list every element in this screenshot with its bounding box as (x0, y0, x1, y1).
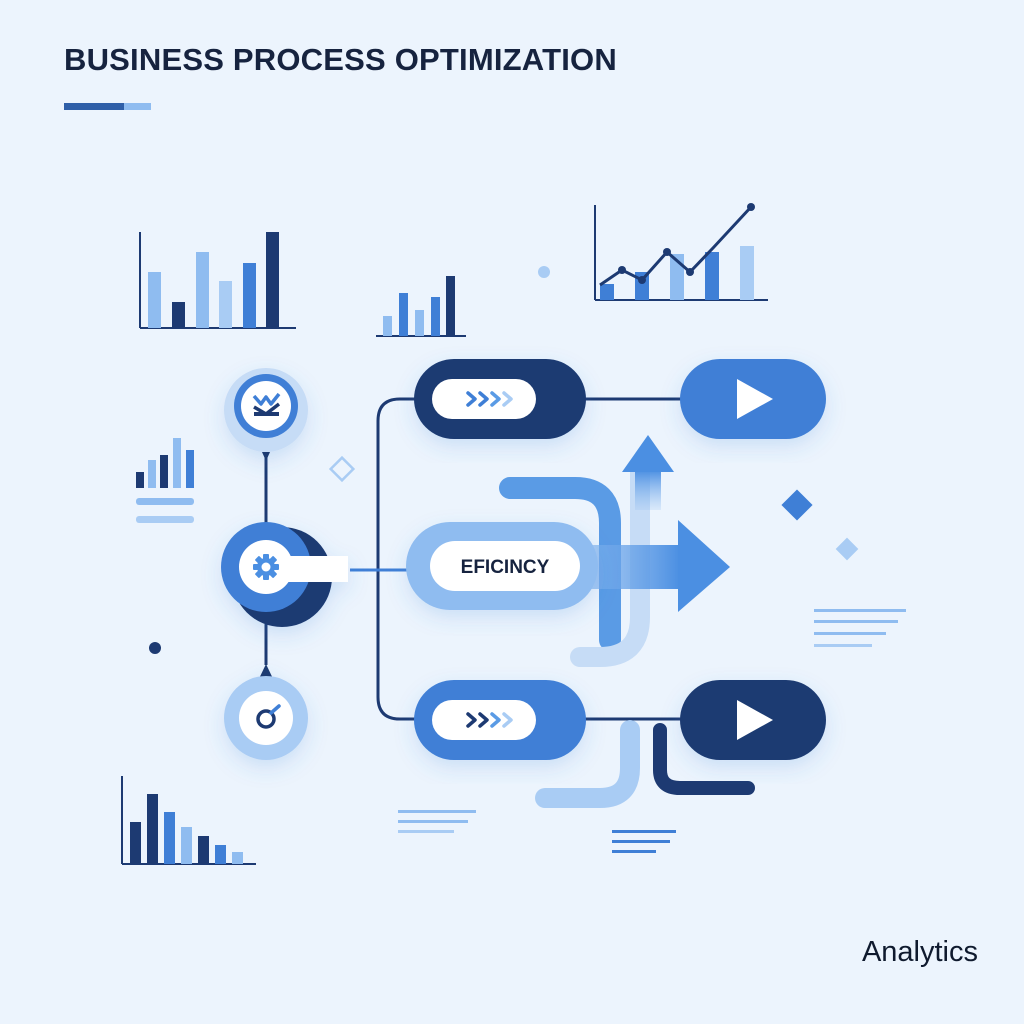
top-node (224, 368, 308, 461)
page-title: BUSINESS PROCESS OPTIMIZATION (64, 42, 617, 77)
diamond-outline-decoration (328, 455, 356, 483)
diamond-decoration (835, 537, 859, 561)
bottom-node (224, 664, 308, 760)
line-chart-decoration-top-right (594, 203, 768, 301)
footer-label: Analytics (861, 936, 978, 968)
efficiency-label: EFICINCY (461, 557, 550, 578)
bar-chart-decoration-top-middle (376, 276, 466, 337)
text-lines-decoration-bottom-middle (398, 810, 476, 833)
bar-chart-decoration-left (136, 438, 194, 523)
bar-chart-decoration-bottom-left (121, 776, 256, 865)
text-lines-decoration-right (814, 609, 906, 647)
play-icon (737, 379, 773, 419)
text-lines-decoration-bottom-right (612, 830, 676, 853)
gear-icon (253, 554, 279, 580)
checkmark-crown-icon (252, 392, 281, 416)
dot-decoration (149, 642, 161, 654)
diamond-decoration (781, 489, 813, 521)
triple-chevron-icon (466, 712, 513, 728)
process-step-center[interactable] (406, 522, 598, 610)
center-node (221, 522, 348, 627)
title-underline (64, 103, 151, 110)
play-icon (737, 700, 773, 740)
triple-chevron-icon (466, 391, 513, 407)
bar-chart-decoration-top-left (139, 232, 296, 329)
flow-arrows (499, 435, 755, 808)
dot-decoration (538, 266, 550, 278)
target-icon (256, 704, 281, 729)
connector-lines (264, 397, 683, 721)
